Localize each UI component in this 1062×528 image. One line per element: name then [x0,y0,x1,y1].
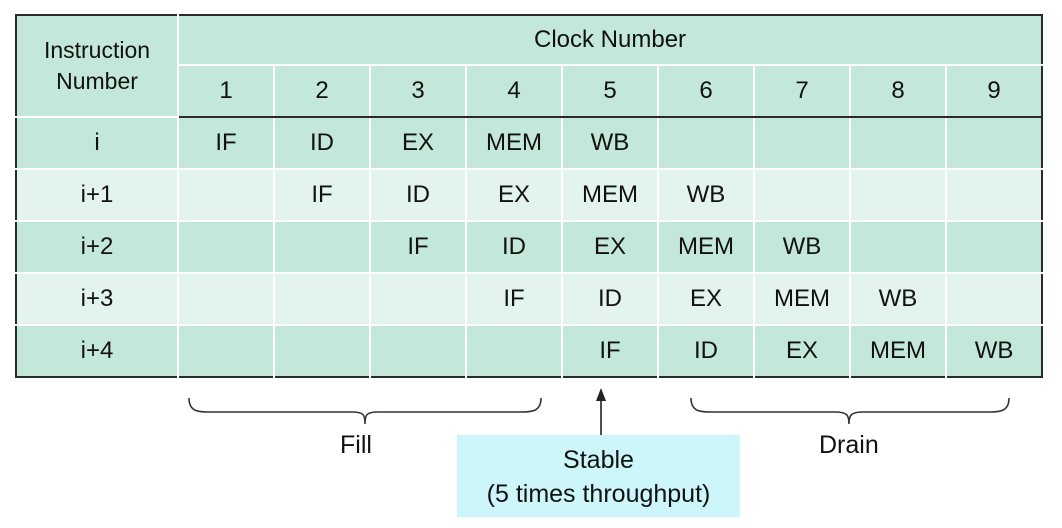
stage-cell [273,324,371,377]
stage-cell [369,272,467,326]
stage-cell: EX [465,168,563,222]
instruction-header-line2: Number [56,68,138,94]
stage-cell: WB [657,168,755,222]
clock-number-cell: 7 [753,64,851,118]
stage-cell [944,272,1043,326]
clock-number-cell: 6 [657,64,755,118]
instruction-cell: i+4 [16,324,179,377]
stage-cell: WB [944,324,1043,377]
clock-number-cell: 3 [369,64,467,118]
pipeline-table: Instruction Number Clock Number 1 2 3 4 … [15,14,1044,378]
clock-number-cell: 5 [561,64,659,118]
stage-cell [177,272,275,326]
clock-number-cell: 9 [944,64,1043,118]
stage-cell [753,168,851,222]
stage-cell: WB [561,116,659,170]
stage-cell [944,116,1043,170]
stage-cell [273,272,371,326]
stage-cell: ID [369,168,467,222]
stage-cell [849,116,947,170]
stage-cell: IF [561,324,659,377]
stage-cell: IF [273,168,371,222]
instruction-cell: i+1 [16,168,179,222]
stage-cell: MEM [849,324,947,377]
stage-cell [849,220,947,274]
clock-number-header: Clock Number [176,15,1043,66]
fill-label: Fill [340,431,372,459]
stage-cell: MEM [657,220,755,274]
stable-label: Stable [563,446,634,474]
stage-cell [849,168,947,222]
stage-cell: IF [369,220,467,274]
stable-box: Stable (5 times throughput) [457,435,740,517]
stage-cell [177,324,275,377]
stage-cell: ID [561,272,659,326]
clock-number-cell: 1 [177,64,275,118]
stage-cell: MEM [753,272,851,326]
instruction-number-header: Instruction Number [16,15,179,118]
stable-throughput-label: (5 times throughput) [486,480,711,508]
stage-cell: EX [369,116,467,170]
clock-number-cell: 4 [465,64,563,118]
stage-cell: ID [465,220,563,274]
instruction-cell: i+2 [16,220,179,274]
stage-cell [657,116,755,170]
stage-cell: IF [177,116,275,170]
stage-cell [177,220,275,274]
stage-cell: MEM [561,168,659,222]
clock-number-cell: 2 [273,64,371,118]
drain-brace [690,397,1010,425]
stage-cell [465,324,563,377]
stage-cell [369,324,467,377]
stage-cell [177,168,275,222]
instruction-cell: i+3 [16,272,179,326]
fill-brace [188,397,542,425]
clock-number-row: 1 2 3 4 5 6 7 8 9 [16,64,1043,118]
instruction-header-line1: Instruction [43,37,151,63]
stable-arrow-head [596,388,606,401]
stage-cell: EX [561,220,659,274]
stage-cell: WB [849,272,947,326]
instruction-cell: i [16,116,179,170]
stage-cell: ID [657,324,755,377]
stage-cell: EX [657,272,755,326]
stage-cell: MEM [465,116,563,170]
stage-cell [273,220,371,274]
clock-number-cell: 8 [849,64,947,118]
drain-label: Drain [819,431,879,459]
stage-cell: WB [753,220,851,274]
stage-cell [944,220,1043,274]
stage-cell [944,168,1043,222]
stage-cell [753,116,851,170]
stage-cell: ID [273,116,371,170]
stage-cell: IF [465,272,563,326]
stage-cell: EX [753,324,851,377]
